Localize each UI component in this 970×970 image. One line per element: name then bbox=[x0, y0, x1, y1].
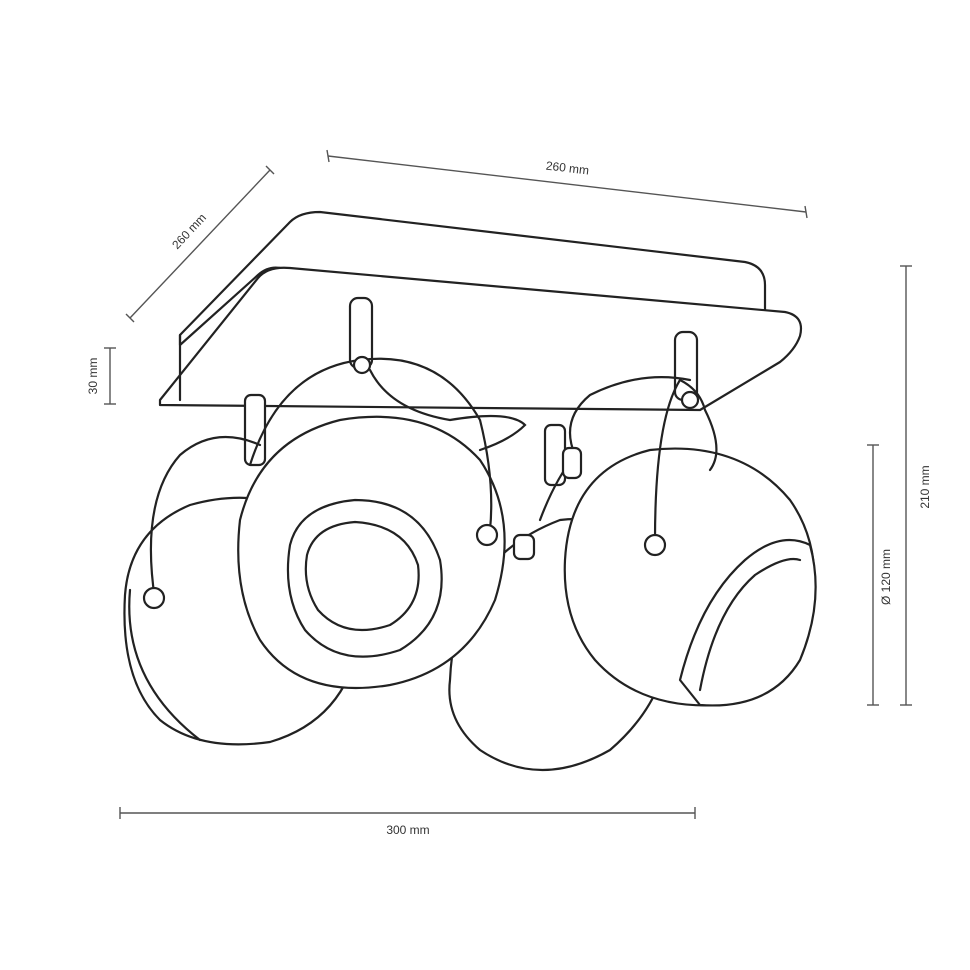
label-base-height: 30 mm bbox=[86, 358, 100, 395]
label-total-width: 300 mm bbox=[386, 823, 429, 837]
dimension-sphere-diameter: Ø 120 mm bbox=[867, 444, 893, 706]
label-top-width: 260 mm bbox=[545, 159, 590, 178]
dimension-total-width: 300 mm bbox=[119, 807, 696, 837]
dimension-top-width: 260 mm bbox=[326, 149, 808, 219]
dimension-total-height: 210 mm bbox=[900, 265, 932, 706]
label-depth: 260 mm bbox=[169, 211, 209, 252]
ceiling-lamp-outline bbox=[123, 210, 817, 771]
label-sphere-diameter: Ø 120 mm bbox=[879, 549, 893, 605]
label-total-height: 210 mm bbox=[918, 465, 932, 508]
dimension-base-height: 30 mm bbox=[86, 347, 116, 405]
